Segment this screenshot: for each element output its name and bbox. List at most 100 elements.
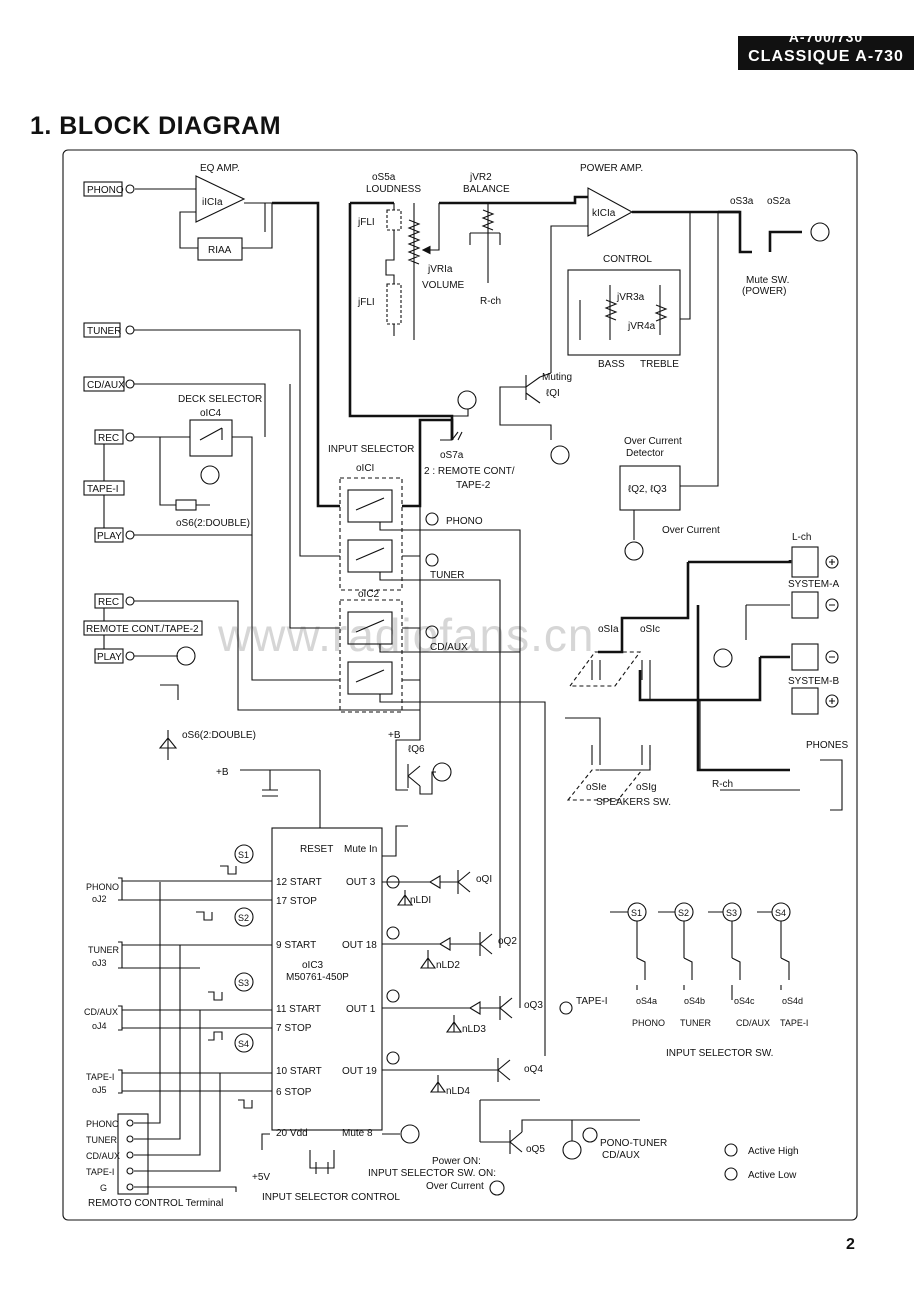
mute-sw-power-label: (POWER) bbox=[742, 286, 786, 297]
stop6-label: 6 STOP bbox=[276, 1087, 312, 1098]
jack-cdaux-ref: oJ4 bbox=[92, 1021, 107, 1031]
out18-label: OUT 18 bbox=[342, 940, 377, 951]
plus-b-reset: +B bbox=[216, 767, 229, 778]
s6-double-1: oS6(2:DOUBLE) bbox=[176, 518, 250, 529]
balance-ref: jVR2 bbox=[469, 172, 492, 183]
input-rec-2: REC bbox=[98, 597, 119, 608]
jack-phono-ref: oJ2 bbox=[92, 894, 107, 904]
oic3-chip bbox=[271, 827, 383, 1131]
input-play-1: PLAY bbox=[97, 531, 122, 542]
balance-label: BALANCE bbox=[463, 184, 510, 195]
ld2-label: nLD2 bbox=[436, 960, 460, 971]
power-amp-label: POWER AMP. bbox=[580, 163, 643, 174]
jack-tuner-name: TUNER bbox=[88, 945, 119, 955]
model-subtitle: CLASSIQUE A-730 bbox=[748, 48, 904, 65]
lch-label: L-ch bbox=[792, 532, 811, 543]
isw-tuner: TUNER bbox=[680, 1018, 711, 1028]
selector-tuner-label: TUNER bbox=[430, 570, 464, 581]
pono-tuner-label: PONO-TUNER bbox=[600, 1138, 667, 1149]
eq-amp-symbol bbox=[195, 175, 246, 223]
ld4-label: nLD4 bbox=[446, 1086, 470, 1097]
tape2-label: TAPE-2 bbox=[456, 480, 491, 491]
jack-tape1-ref: oJ5 bbox=[92, 1085, 107, 1095]
input-play-2: PLAY bbox=[97, 652, 122, 663]
volume-label: VOLUME bbox=[422, 280, 465, 291]
terminal-g: G bbox=[100, 1183, 107, 1193]
s1-right-label: S1 bbox=[631, 908, 642, 918]
s2-right-label: S2 bbox=[678, 908, 689, 918]
treble-label: TREBLE bbox=[640, 359, 679, 370]
muting-transistor-label: ℓQI bbox=[546, 388, 560, 399]
vr3a-label: jVR3a bbox=[616, 292, 645, 303]
phones-label: PHONES bbox=[806, 740, 849, 751]
terminal-phono: PHONO bbox=[86, 1119, 119, 1129]
system-a-lch-plus-terminal bbox=[791, 546, 819, 578]
q5-label: oQ5 bbox=[526, 1144, 545, 1155]
terminal-tuner: TUNER bbox=[86, 1135, 117, 1145]
diagram-frame bbox=[62, 149, 858, 1221]
s1e-label: oSIe bbox=[586, 782, 607, 793]
ic1a-label: iICIa bbox=[202, 197, 223, 208]
jack-phono-name: PHONO bbox=[86, 882, 119, 892]
q4-label: oQ4 bbox=[524, 1064, 543, 1075]
q3-label: oQ3 bbox=[524, 1000, 543, 1011]
s1a-label: oSIa bbox=[598, 624, 619, 635]
q2-label: oQ2 bbox=[498, 936, 517, 947]
speakers-sw-label: SPEAKERS SW. bbox=[596, 797, 671, 808]
jack-cdaux-name: CD/AUX bbox=[84, 1007, 118, 1017]
mute8-label: Mute 8 bbox=[342, 1128, 373, 1139]
eq-amp-label: EQ AMP. bbox=[200, 163, 240, 174]
bass-label: BASS bbox=[598, 359, 625, 370]
loudness-ref: oS5a bbox=[372, 172, 396, 183]
s4c-ref: oS4c bbox=[734, 996, 755, 1006]
power-on-label: Power ON: bbox=[432, 1156, 481, 1167]
plus-5v-label: +5V bbox=[252, 1172, 270, 1183]
pono-cdaux-label: CD/AUX bbox=[602, 1150, 640, 1161]
s1c-label: oSIc bbox=[640, 624, 660, 635]
mute-in-label: Mute In bbox=[344, 844, 377, 855]
system-b-label: SYSTEM-B bbox=[788, 676, 839, 687]
tape1-active-label: TAPE-I bbox=[576, 996, 607, 1007]
s4-right-label: S4 bbox=[775, 908, 786, 918]
oic4-label: oIC4 bbox=[200, 408, 222, 419]
vr4a-label: jVR4a bbox=[627, 321, 656, 332]
s4d-ref: oS4d bbox=[782, 996, 803, 1006]
s2a-label: oS2a bbox=[767, 196, 791, 207]
s7a-label: oS7a bbox=[440, 450, 464, 461]
rch-out-label: R-ch bbox=[712, 779, 733, 790]
active-low-label: Active Low bbox=[748, 1170, 797, 1181]
out1-label: OUT 1 bbox=[346, 1004, 376, 1015]
model-name: A-700/730 bbox=[788, 29, 864, 45]
balance-rch: R-ch bbox=[480, 296, 501, 307]
overcurrent-detector-label: Detector bbox=[626, 448, 664, 459]
input-selector-control-label: INPUT SELECTOR CONTROL bbox=[262, 1192, 400, 1203]
active-high-label: Active High bbox=[748, 1146, 799, 1157]
system-a-label: SYSTEM-A bbox=[788, 579, 839, 590]
loudness-label: LOUDNESS bbox=[366, 184, 421, 195]
isw-phono: PHONO bbox=[632, 1018, 665, 1028]
input-phono: PHONO bbox=[87, 185, 124, 196]
input-selector-label: INPUT SELECTOR bbox=[328, 444, 414, 455]
over-current-legend-label: Over Current bbox=[426, 1181, 484, 1192]
out3-label: OUT 3 bbox=[346, 877, 376, 888]
input-tuner: TUNER bbox=[87, 326, 121, 337]
reset-label: RESET bbox=[300, 844, 333, 855]
s3-left-label: S3 bbox=[238, 978, 249, 988]
page-title: 1. BLOCK DIAGRAM bbox=[30, 112, 282, 140]
overcurrent-signal-label: Over Current bbox=[662, 525, 720, 536]
terminal-tape1: TAPE-I bbox=[86, 1167, 114, 1177]
oic2-label: oIC2 bbox=[358, 589, 380, 600]
model-header: A-700/730 CLASSIQUE A-730 bbox=[738, 30, 914, 70]
input-rec-1: REC bbox=[98, 433, 119, 444]
oic3-part-label: M50761-450P bbox=[286, 972, 349, 983]
kic1a-label: kICIa bbox=[592, 208, 616, 219]
start10-label: 10 START bbox=[276, 1066, 322, 1077]
input-remote-tape2: REMOTE CONT./TAPE-2 bbox=[86, 624, 199, 635]
stop17-label: 17 STOP bbox=[276, 896, 317, 907]
remote-control-terminal-label: REMOTO CONTROL Terminal bbox=[88, 1198, 223, 1209]
q2q3-label: ℓQ2, ℓQ3 bbox=[628, 484, 667, 495]
q1-label: oQI bbox=[476, 874, 492, 885]
input-selector-sw-title: INPUT SELECTOR SW. bbox=[666, 1048, 773, 1059]
power-amp-symbol bbox=[587, 187, 634, 237]
